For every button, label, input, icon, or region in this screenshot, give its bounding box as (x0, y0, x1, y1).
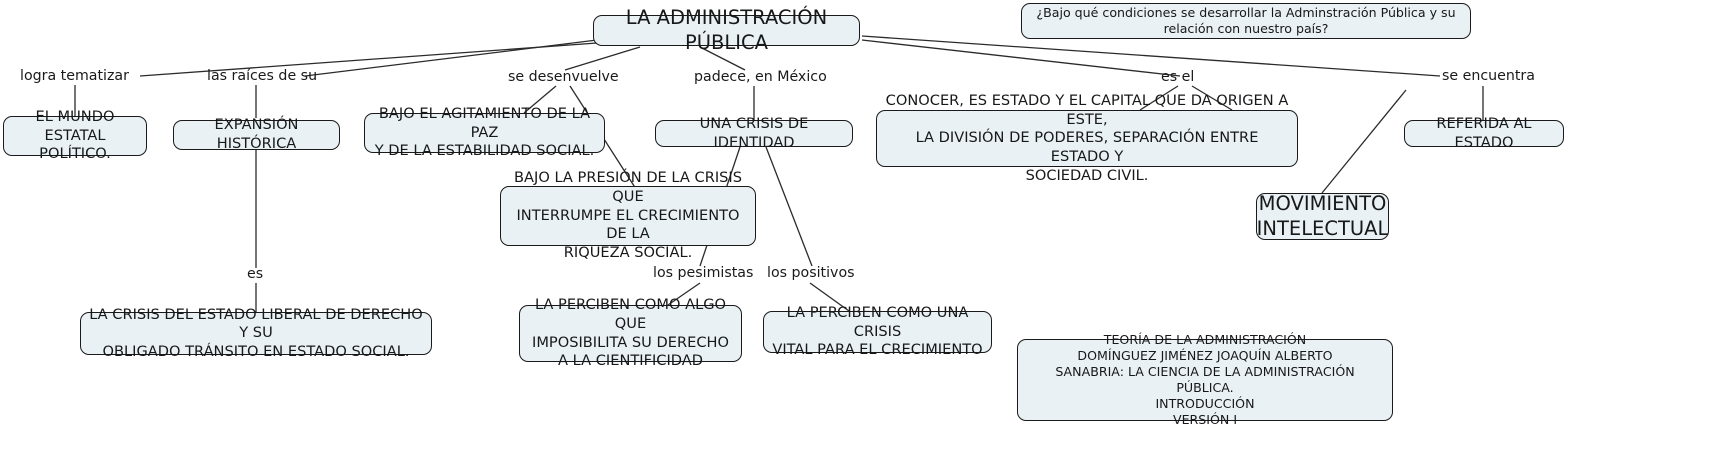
node-perciben-vital[interactable]: LA PERCIBEN COMO UNA CRISIS VITAL PARA E… (763, 304, 992, 358)
node-conocer-estado-capital[interactable]: CONOCER, ES ESTADO Y EL CAPITAL QUE DA O… (876, 92, 1298, 184)
node-crisis-estado-liberal[interactable]: LA CRISIS DEL ESTADO LIBERAL DE DERECHO … (80, 306, 432, 360)
link-label-se-encuentra: se encuentra (1442, 68, 1535, 84)
link-label-se-desenvuelve: se desenvuelve (508, 69, 619, 85)
link-label-es-el: es el (1161, 69, 1195, 85)
node-perciben-imposibilita[interactable]: LA PERCIBEN COMO ALGO QUE IMPOSIBILITA S… (519, 296, 742, 369)
link-label-los-pesimistas: los pesimistas (653, 265, 754, 281)
node-presion-crisis[interactable]: BAJO LA PRESIÓN DE LA CRISIS QUE INTERRU… (500, 169, 756, 261)
link-label-es: es (247, 266, 264, 282)
credits-box[interactable]: TEORÍA DE LA ADMINISTRACIÓN DOMÍNGUEZ JI… (1017, 332, 1393, 427)
node-expansion-historica[interactable]: EXPANSIÓN HISTÓRICA (173, 116, 340, 152)
node-referida-al-estado[interactable]: REFERIDA AL ESTADO (1404, 115, 1564, 151)
edge-crisis-identidad-to-los-positivos (765, 146, 813, 267)
credits-line-5: VERSIÓN I (1172, 412, 1238, 428)
focus-question-box[interactable]: ¿Bajo qué condiciones se desarrollar la … (1021, 3, 1471, 39)
credits-line-3: SANABRIA: LA CIENCIA DE LA ADMINISTRACIÓ… (1055, 363, 1355, 395)
edge-conocer-to-movimiento (1321, 89, 1407, 194)
edge-root-to-se-encuentra (861, 35, 1441, 77)
root-node[interactable]: LA ADMINISTRACIÓN PÚBLICA (593, 6, 860, 54)
link-label-las-raices-de-su: las raíces de su (207, 68, 318, 84)
node-agitacion-paz[interactable]: BAJO EL AGITAMIENTO DE LA PAZ Y DE LA ES… (364, 105, 605, 159)
node-movimiento-intelectual[interactable]: MOVIMIENTO INTELECTUAL (1256, 191, 1389, 240)
link-label-padece-en-mexico: padece, en México (694, 69, 827, 85)
credits-line-2: DOMÍNGUEZ JIMÉNEZ JOAQUÍN ALBERTO (1077, 347, 1333, 363)
edge-root-to-es-el (861, 39, 1181, 77)
node-mundo-estatal[interactable]: EL MUNDO ESTATAL POLÍTICO. (3, 108, 147, 162)
credits-line-4: INTRODUCCIÓN (1155, 396, 1255, 412)
node-crisis-identidad[interactable]: UNA CRISIS DE IDENTIDAD (655, 115, 853, 151)
credits-line-1: TEORÍA DE LA ADMINISTRACIÓN (1103, 331, 1307, 347)
link-label-logra-tematizar: logra tematizar (20, 68, 129, 84)
link-label-los-positivos: los positivos (767, 265, 855, 281)
